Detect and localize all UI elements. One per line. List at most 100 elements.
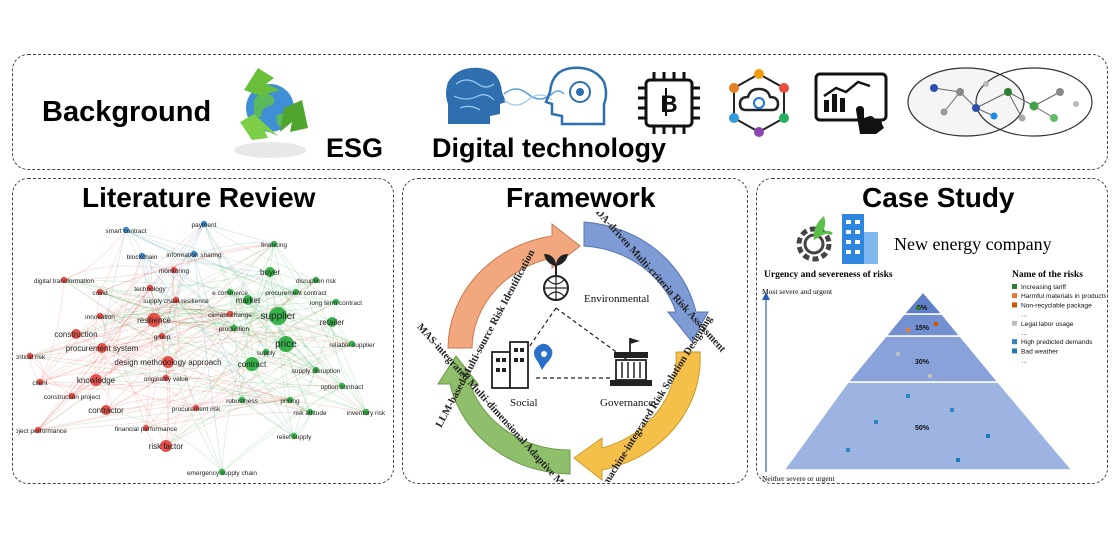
cooccurrence-link bbox=[63, 269, 175, 281]
risk-pyramid: 5% 15% 30% 50% bbox=[762, 292, 1074, 472]
cooccurrence-link bbox=[105, 299, 249, 411]
stage-human-machine-arrow bbox=[573, 351, 701, 482]
cooccurrence-link bbox=[165, 301, 337, 379]
cooccurrence-link bbox=[167, 327, 235, 363]
cooccurrence-link bbox=[125, 229, 297, 293]
cooccurrence-link bbox=[265, 350, 317, 371]
cooccurrence-link bbox=[75, 333, 169, 363]
keyword-node bbox=[90, 374, 102, 386]
keyword-label: information sharing bbox=[166, 252, 222, 259]
cooccurrence-link bbox=[105, 255, 143, 411]
cooccurrence-link bbox=[203, 223, 275, 245]
cooccurrence-link bbox=[29, 315, 279, 357]
keyword-node bbox=[290, 432, 298, 440]
cooccurrence-link bbox=[233, 243, 275, 329]
tier-50-label: 50% bbox=[915, 425, 930, 432]
cooccurrence-link bbox=[141, 255, 235, 329]
cooccurrence-link bbox=[153, 301, 337, 321]
cooccurrence-link bbox=[161, 321, 235, 337]
cooccurrence-link bbox=[229, 291, 243, 401]
legend-label: … bbox=[1021, 358, 1028, 365]
cooccurrence-link bbox=[99, 291, 297, 317]
legend-label: Bad weather bbox=[1021, 348, 1059, 355]
cooccurrence-link bbox=[95, 379, 197, 409]
keyword-label: emergency supply chain bbox=[187, 470, 257, 477]
cooccurrence-link bbox=[37, 363, 253, 431]
keyword-node bbox=[138, 252, 146, 260]
keyword-node bbox=[26, 352, 34, 360]
keyword-node bbox=[71, 329, 81, 339]
cooccurrence-link bbox=[153, 243, 275, 321]
cooccurrence-link bbox=[167, 361, 291, 401]
ai-heads-icon bbox=[446, 66, 608, 126]
cooccurrence-link bbox=[105, 279, 317, 411]
cooccurrence-link bbox=[293, 385, 343, 437]
cooccurrence-link bbox=[193, 253, 333, 323]
cooccurrence-link bbox=[175, 299, 343, 387]
cooccurrence-link bbox=[71, 291, 297, 397]
cooccurrence-link bbox=[165, 299, 180, 379]
cooccurrence-link bbox=[101, 321, 333, 349]
legend-swatch bbox=[1012, 302, 1017, 308]
cooccurrence-link bbox=[153, 319, 367, 413]
cooccurrence-link bbox=[63, 279, 235, 329]
keyword-node bbox=[122, 226, 130, 234]
cooccurrence-link bbox=[141, 255, 297, 293]
cooccurrence-link bbox=[153, 319, 223, 473]
cooccurrence-link bbox=[173, 243, 275, 271]
keyword-node bbox=[262, 348, 270, 356]
cooccurrence-link bbox=[29, 243, 275, 357]
governance-icon bbox=[610, 338, 652, 386]
cooccurrence-link bbox=[285, 335, 353, 345]
cooccurrence-link bbox=[241, 351, 267, 401]
environmental-icon bbox=[543, 254, 569, 301]
network-ellipses-icon bbox=[907, 67, 1093, 137]
cooccurrence-link bbox=[99, 315, 353, 345]
cooccurrence-links bbox=[29, 223, 367, 473]
cooccurrence-link bbox=[175, 299, 311, 413]
keyword-label: e commerce bbox=[212, 290, 248, 297]
cooccurrence-link bbox=[101, 255, 143, 349]
keyword-label: reliable supplier bbox=[329, 342, 375, 349]
company-name: New energy company bbox=[894, 234, 1052, 254]
keyword-label: supply chain resilience bbox=[143, 298, 209, 305]
cooccurrence-link bbox=[99, 313, 333, 323]
cooccurrence-link bbox=[145, 313, 231, 429]
cooccurrence-link bbox=[99, 291, 235, 329]
cooccurrence-link bbox=[165, 321, 333, 447]
cooccurrence-link bbox=[39, 335, 163, 383]
cooccurrence-link bbox=[101, 347, 169, 363]
cooccurrence-link bbox=[161, 315, 279, 339]
keyword-node bbox=[101, 405, 111, 415]
cooccurrence-link bbox=[277, 315, 295, 437]
cooccurrence-link bbox=[39, 299, 177, 383]
cooccurrence-link bbox=[221, 385, 343, 473]
keyword-label: disruption risk bbox=[296, 278, 337, 285]
cooccurrence-link bbox=[241, 243, 275, 401]
cooccurrence-link bbox=[29, 355, 73, 397]
cooccurrence-link bbox=[99, 271, 271, 293]
keyword-label: supply bbox=[257, 350, 277, 357]
cooccurrence-link bbox=[99, 308, 279, 317]
legend-swatch bbox=[1012, 284, 1017, 289]
cooccurrence-link bbox=[195, 291, 297, 409]
tier-15-label: 15% bbox=[915, 325, 930, 332]
cooccurrence-link bbox=[95, 315, 106, 381]
keyword-node bbox=[238, 396, 246, 404]
cooccurrence-link bbox=[145, 363, 253, 429]
cooccurrence-link bbox=[75, 333, 197, 409]
cooccurrence-link bbox=[285, 343, 353, 348]
keyword-node bbox=[200, 220, 208, 228]
keyword-label: client bbox=[32, 380, 47, 387]
cooccurrence-link bbox=[99, 315, 287, 345]
keyword-node bbox=[68, 392, 76, 400]
cooccurrence-link bbox=[99, 291, 367, 413]
cooccurrence-link bbox=[37, 319, 155, 431]
cooccurrence-link bbox=[203, 223, 253, 365]
cooccurrence-link bbox=[101, 313, 231, 349]
cooccurrence-link bbox=[233, 279, 317, 329]
legend-label: Increasing tariff bbox=[1021, 284, 1066, 291]
cooccurrence-link bbox=[63, 265, 175, 281]
legend-swatch bbox=[1012, 357, 1017, 363]
